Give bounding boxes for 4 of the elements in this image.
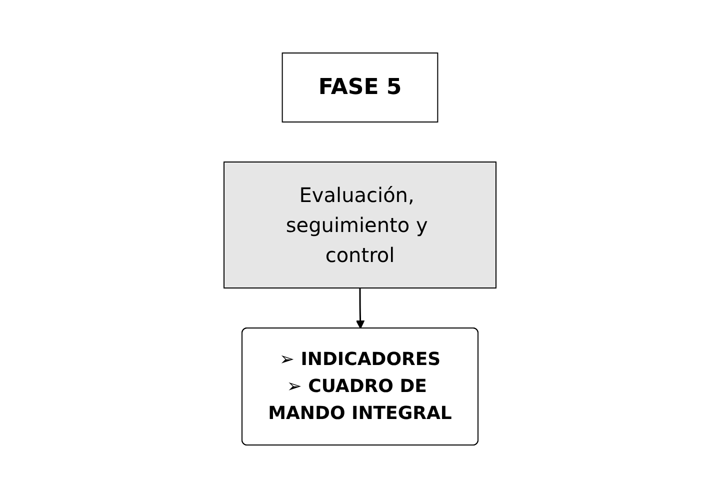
arrow bbox=[355, 288, 364, 328]
node-box: Evaluación, seguimiento y control bbox=[223, 161, 496, 288]
node-box: FASE 5 bbox=[281, 52, 438, 122]
node-text: ➢ INDICADORES ➢ CUADRO DE MANDO INTEGRAL bbox=[268, 348, 452, 424]
